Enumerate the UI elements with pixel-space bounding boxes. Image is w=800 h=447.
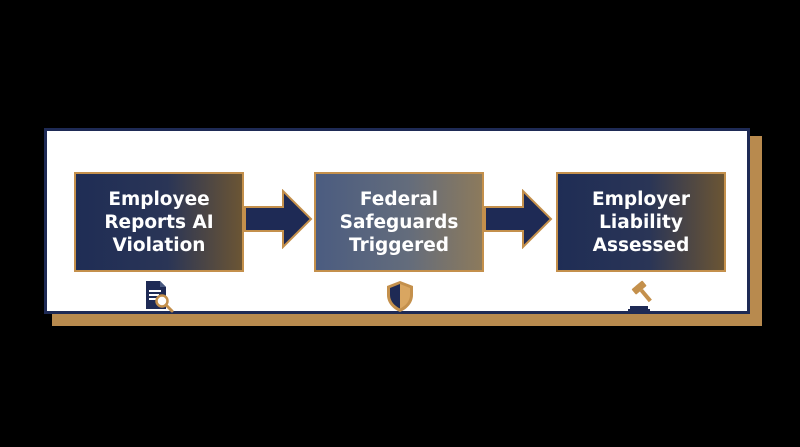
flow-arrow-icon — [484, 189, 553, 249]
step-label: Employee Reports AI Violation — [104, 188, 213, 257]
step-label-line: Safeguards — [339, 211, 459, 233]
step-employee-reports: Employee Reports AI Violation — [74, 172, 244, 272]
flow-arrow-icon — [244, 189, 313, 249]
step-label-line: Federal — [359, 188, 439, 210]
step-label-line: Triggered — [349, 234, 449, 256]
shield-icon — [387, 281, 413, 312]
step-label-line: Employee — [108, 188, 210, 210]
step-label-line: Violation — [112, 234, 206, 256]
flow-panel: Employee Reports AI Violation Federal Sa… — [44, 128, 750, 314]
step-label-line: Employer — [592, 188, 690, 210]
document-search-icon — [146, 281, 174, 313]
step-label-line: Reports AI — [104, 211, 214, 233]
step-label-line: Liability — [599, 211, 683, 233]
step-label: Federal Safeguards Triggered — [340, 188, 459, 257]
step-safeguards-triggered: Federal Safeguards Triggered — [314, 172, 484, 272]
step-liability-assessed: Employer Liability Assessed — [556, 172, 726, 272]
step-label-line: Assessed — [592, 234, 690, 256]
step-label: Employer Liability Assessed — [592, 188, 690, 257]
gavel-icon — [628, 280, 652, 312]
